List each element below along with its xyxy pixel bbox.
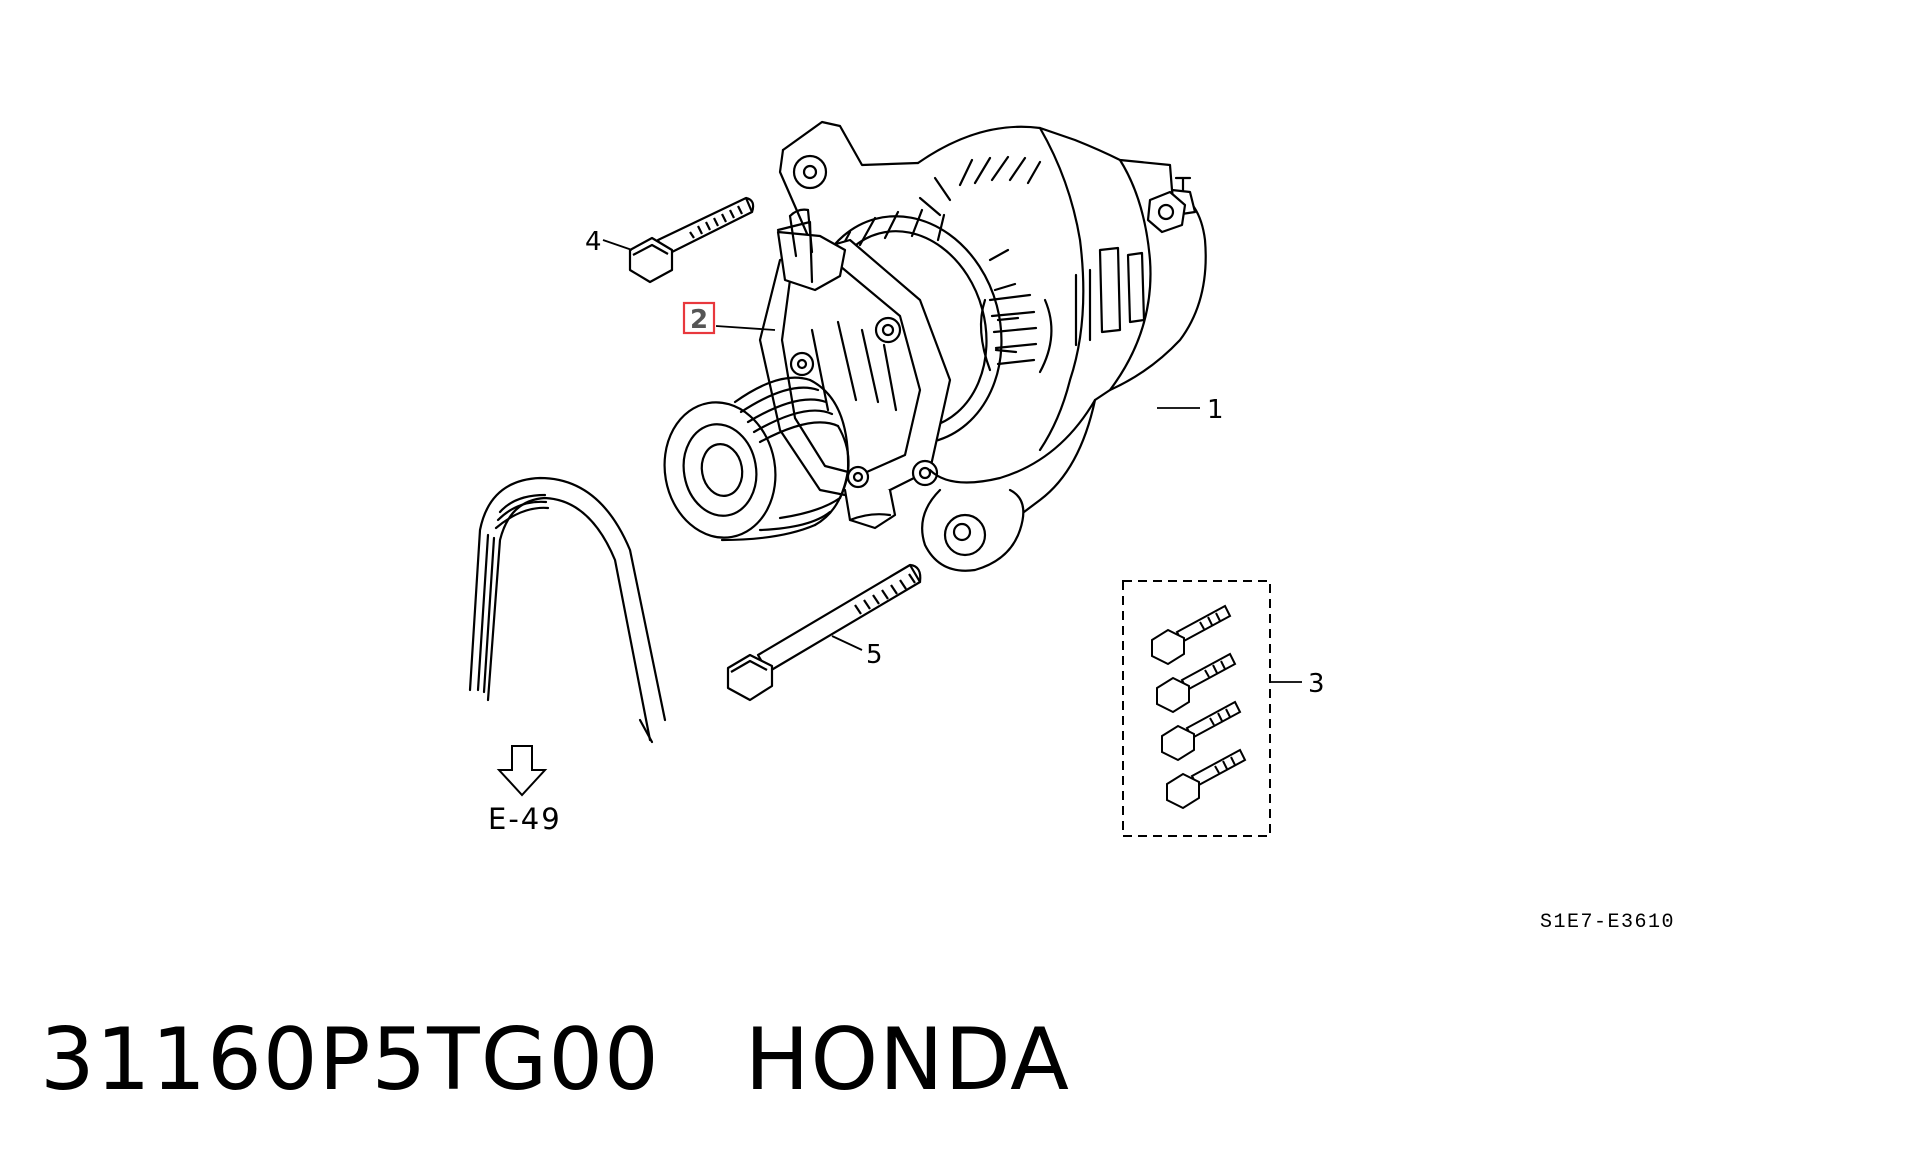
drawing-code: S1E7-E3610 — [1540, 911, 1675, 934]
bolt-5[interactable] — [726, 563, 922, 702]
leader-5 — [831, 635, 863, 651]
callout-2-highlight — [682, 301, 716, 335]
reference-arrow[interactable]: E-49 — [488, 745, 562, 836]
leader-lines — [602, 239, 1302, 683]
footer-title: 31160P5TG00 HONDA — [40, 1010, 1070, 1110]
callout-5[interactable]: 5 — [866, 640, 883, 670]
callout-3[interactable]: 3 — [1308, 669, 1325, 699]
leader-2 — [715, 325, 776, 331]
down-arrow-icon — [496, 745, 548, 797]
callout-4[interactable]: 4 — [585, 227, 602, 257]
small-bolt-c — [1161, 700, 1242, 762]
small-bolt-a — [1151, 604, 1232, 666]
reference-code[interactable]: E-49 — [488, 802, 562, 836]
leader-4 — [602, 239, 633, 251]
callout-1[interactable]: 1 — [1207, 395, 1224, 425]
v-belt[interactable] — [468, 476, 667, 744]
alternator-assembly[interactable] — [654, 120, 1207, 572]
bolt-set-3[interactable] — [1122, 580, 1271, 837]
callout-2[interactable]: 2 — [690, 305, 708, 335]
bolt-4[interactable] — [628, 196, 755, 284]
part-number: 31160P5TG00 — [40, 1010, 660, 1110]
small-bolt-d — [1166, 748, 1247, 810]
bolt-set-frame — [1122, 580, 1271, 837]
small-bolt-b — [1156, 652, 1237, 714]
brand-name: HONDA — [744, 1010, 1071, 1110]
